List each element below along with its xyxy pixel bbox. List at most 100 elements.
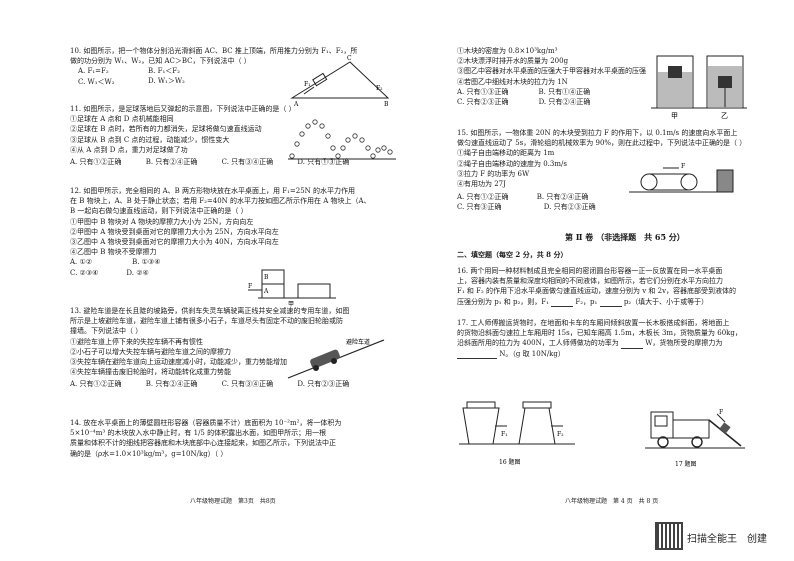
- q16-line-2: 上，容器内装有质量和深度均相同的不同液体，如图所示，若它们分别在水平方向拉力: [457, 277, 723, 286]
- q11-item-3: ③足球从 B 点到 C 点的过程，动能减少，惯性变大: [70, 135, 230, 144]
- fig12-label-a: A: [263, 288, 269, 295]
- q14-line-4: 确的是（ρ水=1.0×10³kg/m³，g=10N/kg）（ ）: [70, 449, 228, 458]
- q16-line-1: 16. 两个用同一种材料制成且完全相同的密闭圆台形容器一正一反放置在同一水平桌面: [457, 267, 723, 275]
- q13-line-4: ①避险车道上停下来的失控车辆不再有惯性: [70, 337, 203, 346]
- q12-line-1: 12. 如图甲所示，完全相同的 A、B 两方形物块放在水平桌面上，用 F₁=25…: [70, 187, 356, 195]
- fig10-label-f1: F₁: [304, 81, 311, 88]
- fig10-label-c: C: [347, 55, 352, 62]
- q11-option-a: A. 只有①②正确: [70, 158, 122, 167]
- fig17-caption: 17 题图: [675, 461, 697, 468]
- q13-option-d: D. 只有②③正确: [297, 380, 350, 389]
- fig12-label-f: F: [248, 283, 252, 290]
- q15-line-3: ①绳子自由端移动的距离为 1m: [457, 149, 555, 158]
- q14-item-3: ③图乙中容器对水平桌面的压强大于甲容器对水平桌面的压强: [457, 67, 646, 76]
- q14-option-a: A. 只有①③正确: [457, 87, 509, 96]
- q12-line-4: ①甲图中 B 物块对 A 物块的摩擦力大小为 25N，方向向左: [70, 217, 254, 226]
- q14-option-c: C. 只有②③正确: [457, 98, 509, 107]
- blocks-figure: B A F 甲: [248, 269, 336, 308]
- q15-option-a: A. 只有①②正确: [457, 193, 509, 202]
- q14-option-d: D. 只有②④正确: [538, 98, 591, 107]
- q12-line-3: B 一起向右做匀速直线运动，则下列说法中正确的是（ ）: [70, 207, 248, 216]
- q12-line-2: 在 B 物块上，A、B 处于静止状态；若用 F₂=40N 的水平力按如图乙所示作…: [70, 197, 371, 206]
- q16-end: p₂（填大于、小于或等于）: [623, 297, 709, 306]
- question-11: 11. 如图所示，是足球落地后又弹起的示意图，下列说法中正确的是（ ） ①足球在…: [70, 104, 349, 167]
- fig16-caption: 16 题图: [499, 459, 521, 466]
- q13-line-6: ③失控车辆在避险车道向上运动速度减小时，动能减少，重力势能增加: [70, 358, 287, 367]
- q10-option-d: D. W₁＞W₂: [148, 77, 185, 85]
- q15-option-b: B. 只有②④正确: [536, 193, 589, 202]
- fig12-label-b: B: [264, 274, 269, 281]
- q13-line-5: ②小石子可以增大失控车辆与避险车道之间的摩擦力: [70, 347, 231, 356]
- question-12: 12. 如图甲所示，完全相同的 A、B 两方形物块放在水平桌面上，用 F₁=25…: [70, 186, 371, 278]
- q11-item-2: ②足球在 B 点时，若所有的力都消失，足球将做匀速直线运动: [70, 125, 262, 134]
- q16-mid: F₂，p₁: [575, 297, 598, 306]
- fig12-caption: 甲: [288, 301, 294, 308]
- q11-item-1: ①足球在 A 点和 D 点机械能相同: [70, 115, 174, 124]
- q11-option-c: C. 只有③④正确: [221, 158, 274, 167]
- fig16-frustums: F₁ F₂ 16 题图: [459, 401, 575, 466]
- q15-line-1: 15. 如图所示，一物体重 20N 的木块受到拉力 F 的作用下，以 0.1m/…: [457, 129, 738, 137]
- q13-line-1: 13. 避险车道是在长且陡的坡路旁，供刹车失灵车辆驶离正线并安全减速的专用车道，…: [70, 307, 350, 315]
- q10-option-a: A. F₁=F₂: [78, 67, 109, 76]
- q13-line-7: ④失控车辆撞击废旧轮胎时，将动能转化成重力势能: [70, 368, 231, 377]
- q14-line-3: 质量和体积不计的细线把容器底和木块底部中心连接起来，如图乙所示，下列说法中正: [70, 439, 336, 448]
- q16-blank-2[interactable]: [599, 299, 622, 307]
- q12-line-7: ④乙图中 B 物块不受摩擦力: [70, 248, 157, 257]
- pulley-figure: F: [629, 163, 734, 193]
- q17-tail-1: W，货物所受的摩擦力为: [645, 339, 723, 348]
- q12-option-d: D. ②④: [126, 268, 149, 277]
- q15-line-5: ③拉力 F 的功率为 6W: [457, 169, 530, 178]
- fig17-label-f: F: [719, 409, 723, 416]
- q12-option-a: A. ①②: [70, 258, 93, 267]
- q15-option-c: C. 只有③正确: [457, 203, 502, 212]
- q14-item-4: ④若图乙中细线对木块的拉力为 1N: [457, 77, 568, 86]
- section-fill-blank: 二、填空题（每空 2 分，共 8 分）: [457, 250, 568, 259]
- escape-ramp-figure: 避险车道: [287, 338, 385, 379]
- q15-line-2: 做匀速直线运动了 5s，滑轮组的机械效率为 90%，则在此过程中，下列说法中正确…: [457, 139, 747, 148]
- q12-line-6: ③乙图中 A 物块受到桌面对它的摩擦力大小为 40N，方向水平向左: [70, 238, 279, 247]
- q17-tail-2: N。（g 取 10N/kg）: [499, 349, 565, 358]
- q11-item-4: ④从 A 点到 D 点，重力对足球做了功: [70, 145, 188, 154]
- q13-line-3: 撞墙。下列说法中（ ）: [70, 327, 143, 336]
- fig10-label-f2: F₂: [376, 85, 383, 92]
- qr-code-icon: [655, 522, 683, 550]
- scanner-watermark-text: 扫描全能王 创建: [687, 534, 767, 545]
- question-17: 17. 工人师傅搬运货物时，在地面和卡车的车厢间倾斜放置一长木板搭成斜面，将地面…: [457, 318, 742, 359]
- escape-ramp-label: 避险车道: [346, 338, 370, 346]
- q14-option-b: B. 只有①④正确: [538, 87, 591, 96]
- q12-option-c: C. ②③④: [70, 268, 99, 277]
- q14-item-1: ①木块的密度为 0.8×10³kg/m³: [457, 47, 558, 55]
- left-footer: 八年级物理试题 第3页 共8页: [190, 498, 276, 505]
- q13-option-a: A. 只有①②正确: [70, 380, 122, 389]
- fig17-truck: F 17 题图: [645, 409, 745, 468]
- q16-blank-1[interactable]: [551, 299, 574, 307]
- q17-blank-2[interactable]: [457, 351, 497, 359]
- q10-option-b: B. F₁＜F₂: [148, 67, 180, 75]
- fig10-label-b: B: [384, 101, 389, 108]
- fig16-label-f2: F₂: [557, 431, 564, 438]
- part-2-heading: 第 Ⅱ 卷 （非选择题 共 65 分）: [565, 232, 685, 242]
- q17-blank-1[interactable]: [620, 341, 643, 349]
- q15-option-d: D. 只有②③正确: [543, 203, 596, 212]
- q14-line-1: 14. 放在水平桌面上的薄壁圆柱形容器（容器质量不计）底面积为 10⁻²m²，将…: [70, 419, 342, 427]
- q12-option-b: B. ①③④: [132, 258, 161, 267]
- question-16: 16. 两个用同一种材料制成且完全相同的密闭圆台形容器一正一反放置在同一水平桌面…: [457, 266, 736, 307]
- q11-stem: 11. 如图所示，是足球落地后又弹起的示意图，下列说法中正确的是（ ）: [70, 105, 296, 113]
- q13-line-2: 所示是上坡避险车道，避险车道上铺有很多小石子，车道尽头有固定不动的废旧轮胎或防: [70, 317, 343, 326]
- football-bounce-figure: [288, 119, 396, 160]
- right-page: ①木块的密度为 0.8×10³kg/m³ ②木块漂浮时排开水的质量为 200g …: [397, 0, 794, 561]
- fig14-label-yi: 乙: [721, 112, 728, 120]
- q15-line-6: ④有用功为 27J: [457, 180, 506, 189]
- question-15: 15. 如图所示，一物体重 20N 的木块受到拉力 F 的作用下，以 0.1m/…: [457, 128, 746, 213]
- q11-option-d: D. 只有①③正确: [297, 158, 350, 167]
- q10-option-c: C. W₁＜W₂: [78, 77, 115, 86]
- q10-stem-1: 10. 如图所示，把一个物体分别沿光滑斜面 AC、BC 推上顶端，所用推力分别为…: [70, 47, 358, 55]
- left-page: 10. 如图所示，把一个物体分别沿光滑斜面 AC、BC 推上顶端，所用推力分别为…: [70, 46, 396, 505]
- q17-line-1: 17. 工人师傅搬运货物时，在地面和卡车的车厢间倾斜放置一长木板搭成斜面，将地面…: [457, 319, 730, 327]
- q16-line-3: F₁ 和 F₂ 的作用下沿水平桌面做匀速直线运动，速度分别为 v 和 2v，容器…: [457, 287, 737, 296]
- q14-item-2: ②木块漂浮时排开水的质量为 200g: [457, 57, 569, 66]
- question-10: 10. 如图所示，把一个物体分别沿光滑斜面 AC、BC 推上顶端，所用推力分别为…: [70, 46, 357, 87]
- q15-line-4: ②绳子自由端移动的速度为 0.3m/s: [457, 159, 567, 168]
- q13-option-c: C. 只有③④正确: [221, 380, 274, 389]
- q13-option-b: B. 只有②④正确: [145, 380, 198, 389]
